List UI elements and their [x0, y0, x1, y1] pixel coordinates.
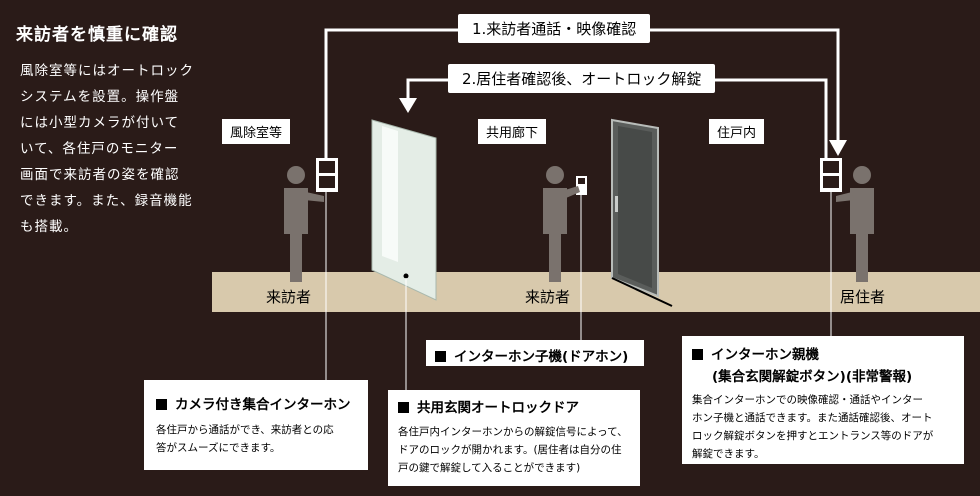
master-intercom-icon — [820, 158, 842, 192]
area-tag-vestibule: 風除室等 — [222, 119, 291, 144]
description-line: 画面で来訪者の姿を確認 — [20, 167, 180, 183]
callout-title: 共用玄関オートロックドア — [417, 400, 579, 416]
visitor2-figure-icon — [543, 166, 580, 282]
dwelling-door-icon — [611, 118, 673, 307]
callout-title: インターホン親機 — [711, 347, 819, 363]
callout-body-line: 答がスムーズにできます。 — [156, 442, 281, 454]
camera-intercom-icon — [316, 158, 338, 192]
callout-master-unit: インターホン親機 (集合玄関解錠ボタン)(非常警報) 集合インターホンでの映像確… — [682, 336, 964, 464]
flow2-arrowhead — [399, 98, 417, 113]
description-line: いて、各住戸のモニター — [20, 141, 179, 157]
bullet-square-icon — [435, 351, 446, 362]
area-tag-dwelling: 住戸内 — [709, 119, 765, 144]
area-tag-corridor: 共用廊下 — [478, 119, 547, 144]
page-title: 来訪者を慎重に確認 — [16, 25, 178, 45]
flow2-label: 2.居住者確認後、オートロック解錠 — [448, 64, 716, 93]
bullet-square-icon — [692, 349, 703, 360]
autolock-door-icon — [371, 119, 437, 301]
description-line: できます。また、録音機能 — [20, 193, 193, 209]
resident-figure-icon — [836, 166, 874, 282]
callout-body-line: ホン子機と通話できます。また通話確認後、オート — [692, 412, 933, 424]
callout-subtitle: (集合玄関解錠ボタン)(非常警報) — [712, 369, 913, 385]
floor-band — [212, 272, 980, 312]
bullet-square-icon — [398, 402, 409, 413]
callout-title: カメラ付き集合インターホン — [175, 397, 351, 413]
visitor2-label: 来訪者 — [525, 288, 571, 306]
resident-label: 居住者 — [840, 288, 886, 306]
visitor1-label: 来訪者 — [266, 288, 312, 306]
callout-body-line: ドアのロックが開かれます。(居住者は自分の住 — [398, 444, 622, 456]
callout-body-line: 解錠できます。 — [692, 448, 765, 460]
callout-body-line: 集合インターホンでの映像確認・通話やインター — [692, 394, 923, 406]
callout-title: インターホン子機(ドアホン) — [454, 349, 629, 365]
callout-autolock-door: 共用玄関オートロックドア 各住戸内インターホンからの解錠信号によって、 ドアのロ… — [388, 390, 640, 486]
callout-body-line: 各住戸から通話ができ、来訪者との応 — [156, 424, 334, 436]
door-phone-icon — [576, 176, 587, 195]
description-line: も搭載。 — [20, 219, 78, 235]
visitor1-figure-icon — [284, 166, 324, 282]
callout-camera-intercom: カメラ付き集合インターホン 各住戸から通話ができ、来訪者との応 答がスムーズにで… — [144, 380, 368, 470]
description-line: システムを設置。操作盤 — [20, 89, 180, 105]
flow1-label: 1.来訪者通話・映像確認 — [458, 14, 651, 43]
flow1-arrowhead — [829, 140, 847, 156]
description-line: 風除室等にはオートロック — [20, 63, 194, 79]
callout-body-line: ロック解錠ボタンを押すとエントランス等のドアが — [692, 430, 934, 442]
callout-body-line: 各住戸内インターホンからの解錠信号によって、 — [398, 426, 628, 438]
bullet-square-icon — [156, 399, 167, 410]
description-line: には小型カメラが付いて — [20, 115, 180, 131]
callout-body-line: 戸の鍵で解錠して入ることができます) — [398, 462, 581, 474]
callout-door-phone: インターホン子機(ドアホン) — [426, 340, 644, 366]
